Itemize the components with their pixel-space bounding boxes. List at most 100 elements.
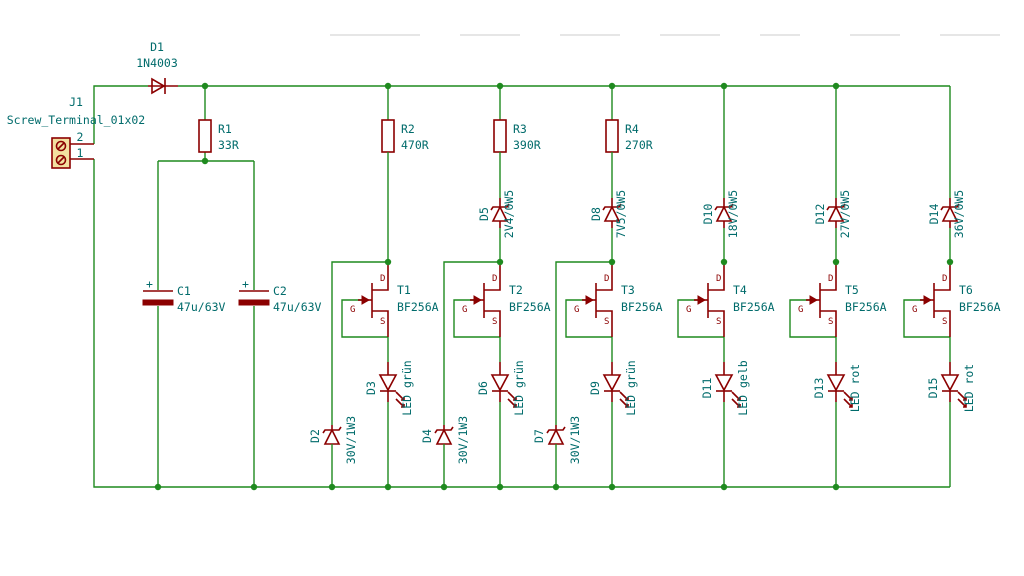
branch-2-jfet-ref: T2 xyxy=(509,283,523,297)
branch-5-pin-s: S xyxy=(828,317,833,327)
branch-6-led-ref: D15 xyxy=(926,378,940,399)
branch-1-pin-s: S xyxy=(380,317,385,327)
branch-3-drain-junction xyxy=(608,258,616,266)
branch-3-jfet-value: BF256A xyxy=(621,300,663,314)
j1-pin2-label: 2 xyxy=(77,130,84,144)
branch-4-drain-junction xyxy=(720,258,728,266)
branch-2-zener-ref: D5 xyxy=(477,207,491,221)
branch-5-led-value: LED rot xyxy=(848,364,862,412)
branch-1-resistor-value: 470R xyxy=(401,138,429,152)
capacitor-c1 xyxy=(142,290,174,306)
branch-2-drain-junction xyxy=(496,258,504,266)
branch-1-protect-zener-ref: D2 xyxy=(308,429,322,443)
r1-value: 33R xyxy=(218,138,239,152)
branch-5-jfet-value: BF256A xyxy=(845,300,887,314)
branch-4 xyxy=(677,86,741,487)
branch-6-led-value: LED rot xyxy=(962,364,976,412)
c1-ref: C1 xyxy=(177,284,191,298)
branch-5-bottom-junction xyxy=(832,483,840,491)
c1-value: 47u/63V xyxy=(177,300,226,314)
c2-plus: + xyxy=(242,277,249,291)
screw-terminal-j1 xyxy=(51,137,94,169)
branch-5-led-ref: D13 xyxy=(812,378,826,399)
branch-5-zener-value: 27V/0W5 xyxy=(838,190,852,238)
branch-1 xyxy=(322,86,405,487)
j1-pin1-label: 1 xyxy=(77,146,84,160)
branch-2-resistor-value: 390R xyxy=(513,138,541,152)
branch-4-led-ref: D11 xyxy=(700,378,714,399)
branch-3-pin-s: S xyxy=(604,317,609,327)
branch-6-zener-value: 36V/0W5 xyxy=(952,190,966,238)
branch-4-jfet-value: BF256A xyxy=(733,300,775,314)
branch-6-pin-s: S xyxy=(942,317,947,327)
branch-1-top-junction xyxy=(384,82,392,90)
j1-ref: J1 xyxy=(69,95,83,109)
branch-4-zener-ref: D10 xyxy=(701,204,715,225)
branch-3-led-ref: D9 xyxy=(588,381,602,395)
c2-value: 47u/63V xyxy=(273,300,322,314)
branch-3-top-junction xyxy=(608,82,616,90)
junction-top-r1 xyxy=(201,82,209,90)
branch-2-pin-d: D xyxy=(492,274,497,284)
branch-4-bottom-junction xyxy=(720,483,728,491)
branch-1-led-value: LED grün xyxy=(400,360,414,415)
branch-3-led-value: LED grün xyxy=(624,360,638,415)
branch-5-jfet-ref: T5 xyxy=(845,283,859,297)
branch-6-jfet-value: BF256A xyxy=(959,300,1001,314)
c1-plus: + xyxy=(146,277,153,291)
branch-3-jfet-ref: T3 xyxy=(621,283,635,297)
branch-6 xyxy=(903,86,967,487)
branch-1-jfet-ref: T1 xyxy=(397,283,411,297)
branch-6-zener-ref: D14 xyxy=(927,204,941,225)
branch-5-drain-junction xyxy=(832,258,840,266)
branch-3-resistor-value: 270R xyxy=(625,138,653,152)
branch-3 xyxy=(546,86,629,487)
branch-1-jfet-value: BF256A xyxy=(397,300,439,314)
branch-4-jfet-ref: T4 xyxy=(733,283,747,297)
diode-d1 xyxy=(148,77,178,95)
branch-5 xyxy=(789,86,853,487)
branch-2-resistor-ref: R3 xyxy=(513,122,527,136)
branch-1-led-ref: D3 xyxy=(364,381,378,395)
branch-6-pin-d: D xyxy=(942,274,947,284)
branch-2-pin-s: S xyxy=(492,317,497,327)
d1-value: 1N4003 xyxy=(136,56,178,70)
branch-5-zener-ref: D12 xyxy=(813,204,827,225)
branch-6-jfet-ref: T6 xyxy=(959,283,973,297)
branch-1-drain-junction xyxy=(384,258,392,266)
branch-1-zener-bottom-junction xyxy=(328,483,336,491)
branch-5-pin-d: D xyxy=(828,274,833,284)
branch-6-drain-junction xyxy=(946,258,954,266)
branch-3-pin-g: G xyxy=(574,305,579,315)
branch-5-top-junction xyxy=(832,82,840,90)
branch-1-pin-g: G xyxy=(350,305,355,315)
branch-4-pin-g: G xyxy=(686,305,691,315)
branch-1-protect-zener-value: 30V/1W3 xyxy=(344,416,358,465)
resistor-r1 xyxy=(198,119,212,153)
branch-1-bottom-junction xyxy=(384,483,392,491)
branch-4-pin-d: D xyxy=(716,274,721,284)
branch-2-top-junction xyxy=(496,82,504,90)
capacitor-c2 xyxy=(238,290,270,306)
r1-ref: R1 xyxy=(218,122,232,136)
branch-2-bottom-junction xyxy=(496,483,504,491)
junction-bottom-c1 xyxy=(154,483,162,491)
branch-2-led-ref: D6 xyxy=(476,381,490,395)
branch-4-zener-value: 18V/0W5 xyxy=(726,190,740,238)
branch-2 xyxy=(434,86,517,487)
branch-3-pin-d: D xyxy=(604,274,609,284)
branch-3-protect-zener-ref: D7 xyxy=(532,429,546,443)
branch-2-protect-zener-ref: D4 xyxy=(420,429,434,443)
branch-4-pin-s: S xyxy=(716,317,721,327)
branch-3-protect-zener-value: 30V/1W3 xyxy=(568,416,582,465)
junction-bottom-c2 xyxy=(250,483,258,491)
branch-3-resistor-ref: R4 xyxy=(625,122,639,136)
branch-3-zener-bottom-junction xyxy=(552,483,560,491)
branch-2-zener-bottom-junction xyxy=(440,483,448,491)
junctions xyxy=(154,82,954,491)
c2-ref: C2 xyxy=(273,284,287,298)
branch-4-led-value: LED gelb xyxy=(736,360,750,415)
branch-2-jfet-value: BF256A xyxy=(509,300,551,314)
